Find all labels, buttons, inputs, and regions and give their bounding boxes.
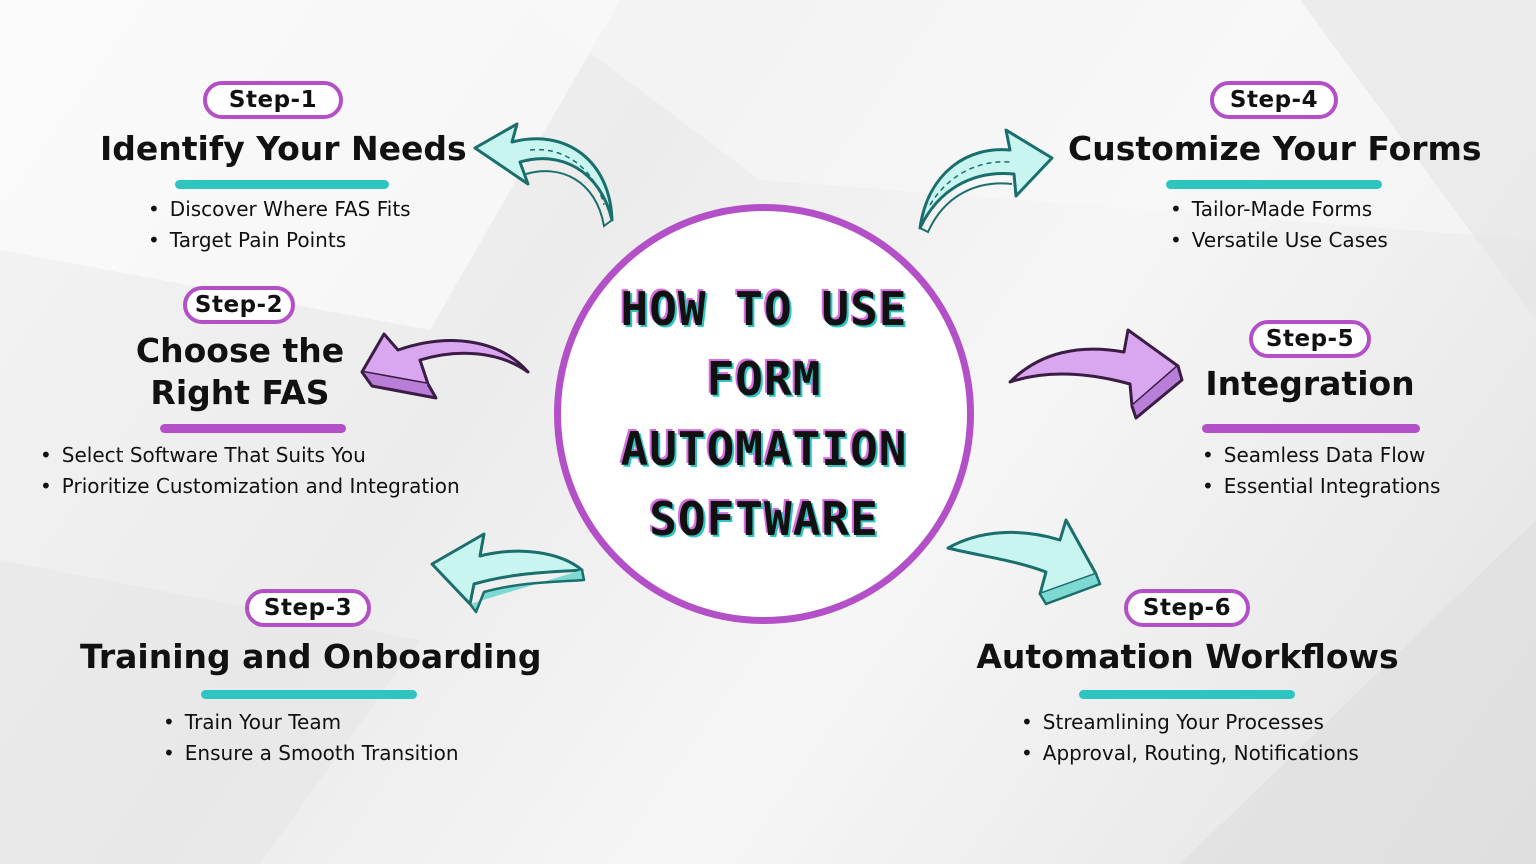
step-2-badge: Step-2 xyxy=(183,286,295,324)
list-item: Tailor-Made Forms xyxy=(1170,194,1388,225)
step-6-underline xyxy=(1079,690,1295,699)
list-item: Streamlining Your Processes xyxy=(1021,707,1359,738)
step-6-bullets: Streamlining Your Processes Approval, Ro… xyxy=(1021,707,1359,769)
list-item: Select Software That Suits You xyxy=(40,440,460,471)
list-item: Ensure a Smooth Transition xyxy=(163,738,459,769)
step-5-underline xyxy=(1202,424,1420,433)
step-2-title-line-1: Choose the xyxy=(135,331,345,370)
step-5-bullets: Seamless Data Flow Essential Integration… xyxy=(1202,440,1441,502)
list-item: Seamless Data Flow xyxy=(1202,440,1440,471)
arrow-to-step-5 xyxy=(1008,328,1184,420)
arrow-to-step-4 xyxy=(918,128,1054,234)
step-4-badge: Step-4 xyxy=(1210,81,1338,119)
center-title-line-4: SOFTWARE xyxy=(649,492,879,546)
step-4-underline xyxy=(1166,180,1382,189)
step-2-underline xyxy=(160,424,346,433)
list-item: Versatile Use Cases xyxy=(1170,225,1388,256)
step-3-badge: Step-3 xyxy=(245,589,371,627)
step-1-bullets: Discover Where FAS Fits Target Pain Poin… xyxy=(148,194,411,256)
step-2-title-line-2: Right FAS xyxy=(150,373,330,412)
step-6-badge: Step-6 xyxy=(1124,589,1250,627)
step-2-bullets: Select Software That Suits You Prioritiz… xyxy=(40,440,460,502)
list-item: Prioritize Customization and Integration xyxy=(40,471,460,502)
center-title-line-3: AUTOMATION xyxy=(620,422,908,476)
step-6-title: Automation Workflows xyxy=(976,637,1399,676)
step-5-title: Integration xyxy=(1205,364,1415,403)
arrow-to-step-3 xyxy=(430,532,586,614)
list-item: Essential Integrations xyxy=(1202,471,1441,502)
arrow-to-step-1 xyxy=(473,122,614,228)
list-item: Discover Where FAS Fits xyxy=(148,194,411,225)
step-5-badge: Step-5 xyxy=(1249,320,1371,358)
list-item: Train Your Team xyxy=(163,707,459,738)
step-1-badge: Step-1 xyxy=(203,81,343,119)
step-1-title: Identify Your Needs xyxy=(100,129,467,168)
list-item: Target Pain Points xyxy=(148,225,411,256)
step-4-bullets: Tailor-Made Forms Versatile Use Cases xyxy=(1170,194,1388,256)
center-title-line-1: HOW TO USE xyxy=(620,282,908,336)
step-3-title: Training and Onboarding xyxy=(80,637,542,676)
arrow-to-step-6 xyxy=(946,518,1102,606)
step-3-bullets: Train Your Team Ensure a Smooth Transiti… xyxy=(163,707,459,769)
center-title-line-2: FORM xyxy=(706,352,822,406)
step-1-underline xyxy=(175,180,389,189)
arrow-to-step-2 xyxy=(360,332,530,400)
center-circle xyxy=(554,204,974,624)
step-4-title: Customize Your Forms xyxy=(1068,129,1482,168)
step-3-underline xyxy=(201,690,417,699)
list-item: Approval, Routing, Notifications xyxy=(1021,738,1359,769)
